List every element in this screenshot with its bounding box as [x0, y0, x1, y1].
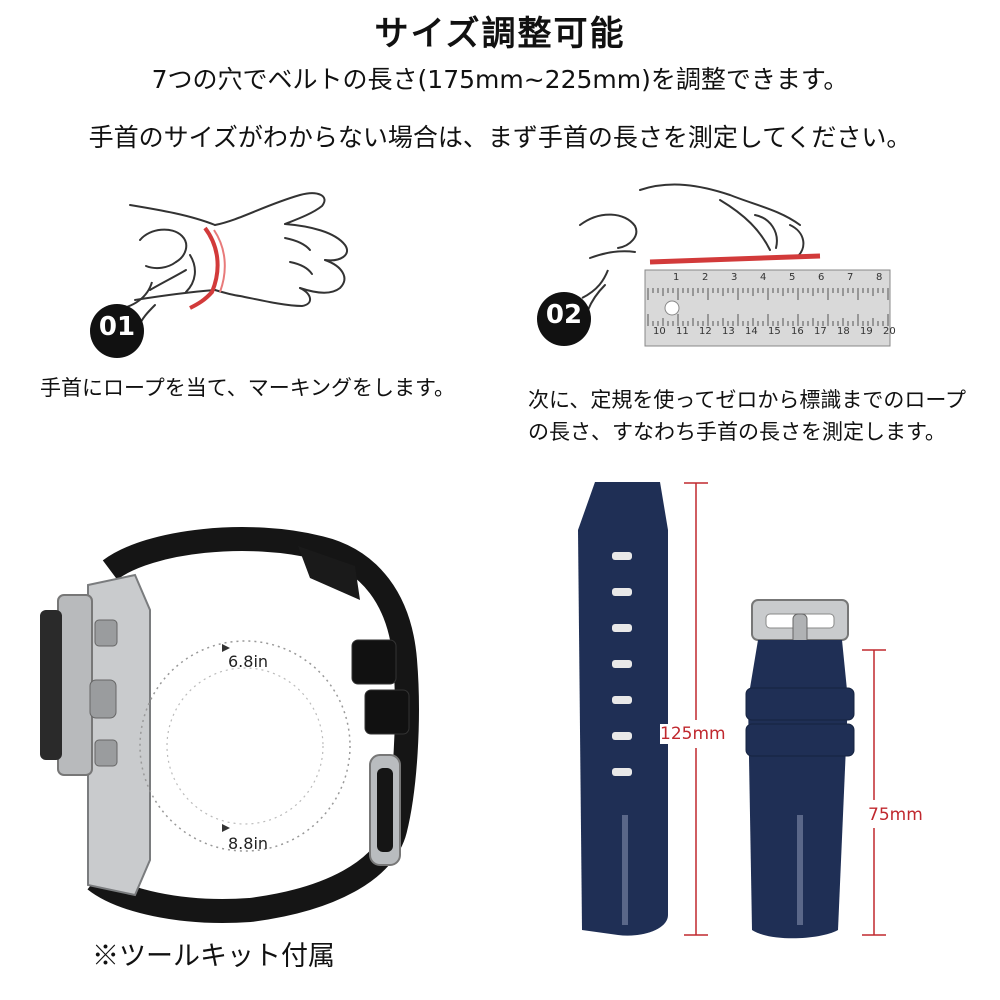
ruler-number: 2: [702, 272, 709, 283]
ruler-number: 19: [860, 326, 873, 337]
rope-on-wrist-back: [213, 229, 226, 293]
watch-with-strap-illustration: [40, 527, 419, 923]
ruler-number: 4: [760, 272, 767, 283]
ruler-number: 3: [731, 272, 738, 283]
step-1-badge: [90, 281, 153, 358]
page-title: サイズ調整可能: [374, 14, 626, 54]
ruler-number: 12: [699, 326, 712, 337]
ruler-number: 17: [814, 326, 827, 337]
ruler-number: 15: [768, 326, 781, 337]
step-2-caption: 次に、定規を使ってゼロから標識までのロープの長さ、すなわち手首の長さを測定します…: [528, 388, 967, 444]
instruction-text: 手首のサイズがわからない場合は、まず手首の長さを測定してください。: [88, 123, 912, 152]
toolkit-included-note: ※ツールキット付属: [92, 941, 335, 972]
step-2-badge-label: 02: [545, 300, 583, 330]
ruler-bottom-scale: 10 11 12 13 14 15 16 17 18 19 20: [645, 326, 896, 342]
long-piece-length-label: 125mm: [660, 724, 726, 744]
short-piece-length-label: 75mm: [868, 805, 923, 825]
ruler-number: 6: [818, 272, 825, 283]
rope-on-ruler: [649, 253, 821, 265]
ruler-number: 8: [876, 272, 883, 283]
ruler-number: 13: [722, 326, 735, 337]
ruler-number: 11: [676, 326, 689, 337]
inner-circumference-label: 6.8in: [228, 652, 269, 671]
ruler-number: 10: [653, 326, 666, 337]
strap-long-piece: [578, 482, 668, 936]
ruler-number: 20: [883, 326, 896, 337]
length-range-text: 7つの穴でベルトの長さ(175mm~225mm)を調整できます。: [151, 65, 849, 94]
wrist-hand-illustration: [129, 192, 348, 329]
step-2-badge: [537, 269, 609, 346]
ruler-number: 18: [837, 326, 850, 337]
rope-on-wrist: [189, 226, 220, 310]
ruler: [644, 269, 891, 347]
ruler-number: 16: [791, 326, 804, 337]
ruler-number: 5: [789, 272, 796, 283]
dimension-line-75: [862, 649, 886, 936]
ruler-number: 7: [847, 272, 854, 283]
step-1-badge-label: 01: [98, 312, 136, 342]
strap-short-piece: [745, 599, 855, 939]
ruler-number: 14: [745, 326, 758, 337]
ruler-top-scale: 1 2 3 4 5 6 7 8: [645, 272, 890, 288]
step-1-caption: 手首にロープを当て、マーキングをします。: [40, 376, 455, 400]
dimension-line-125: [684, 482, 708, 936]
ruler-number: 1: [673, 272, 680, 283]
outer-circumference-label: 8.8in: [228, 834, 269, 853]
